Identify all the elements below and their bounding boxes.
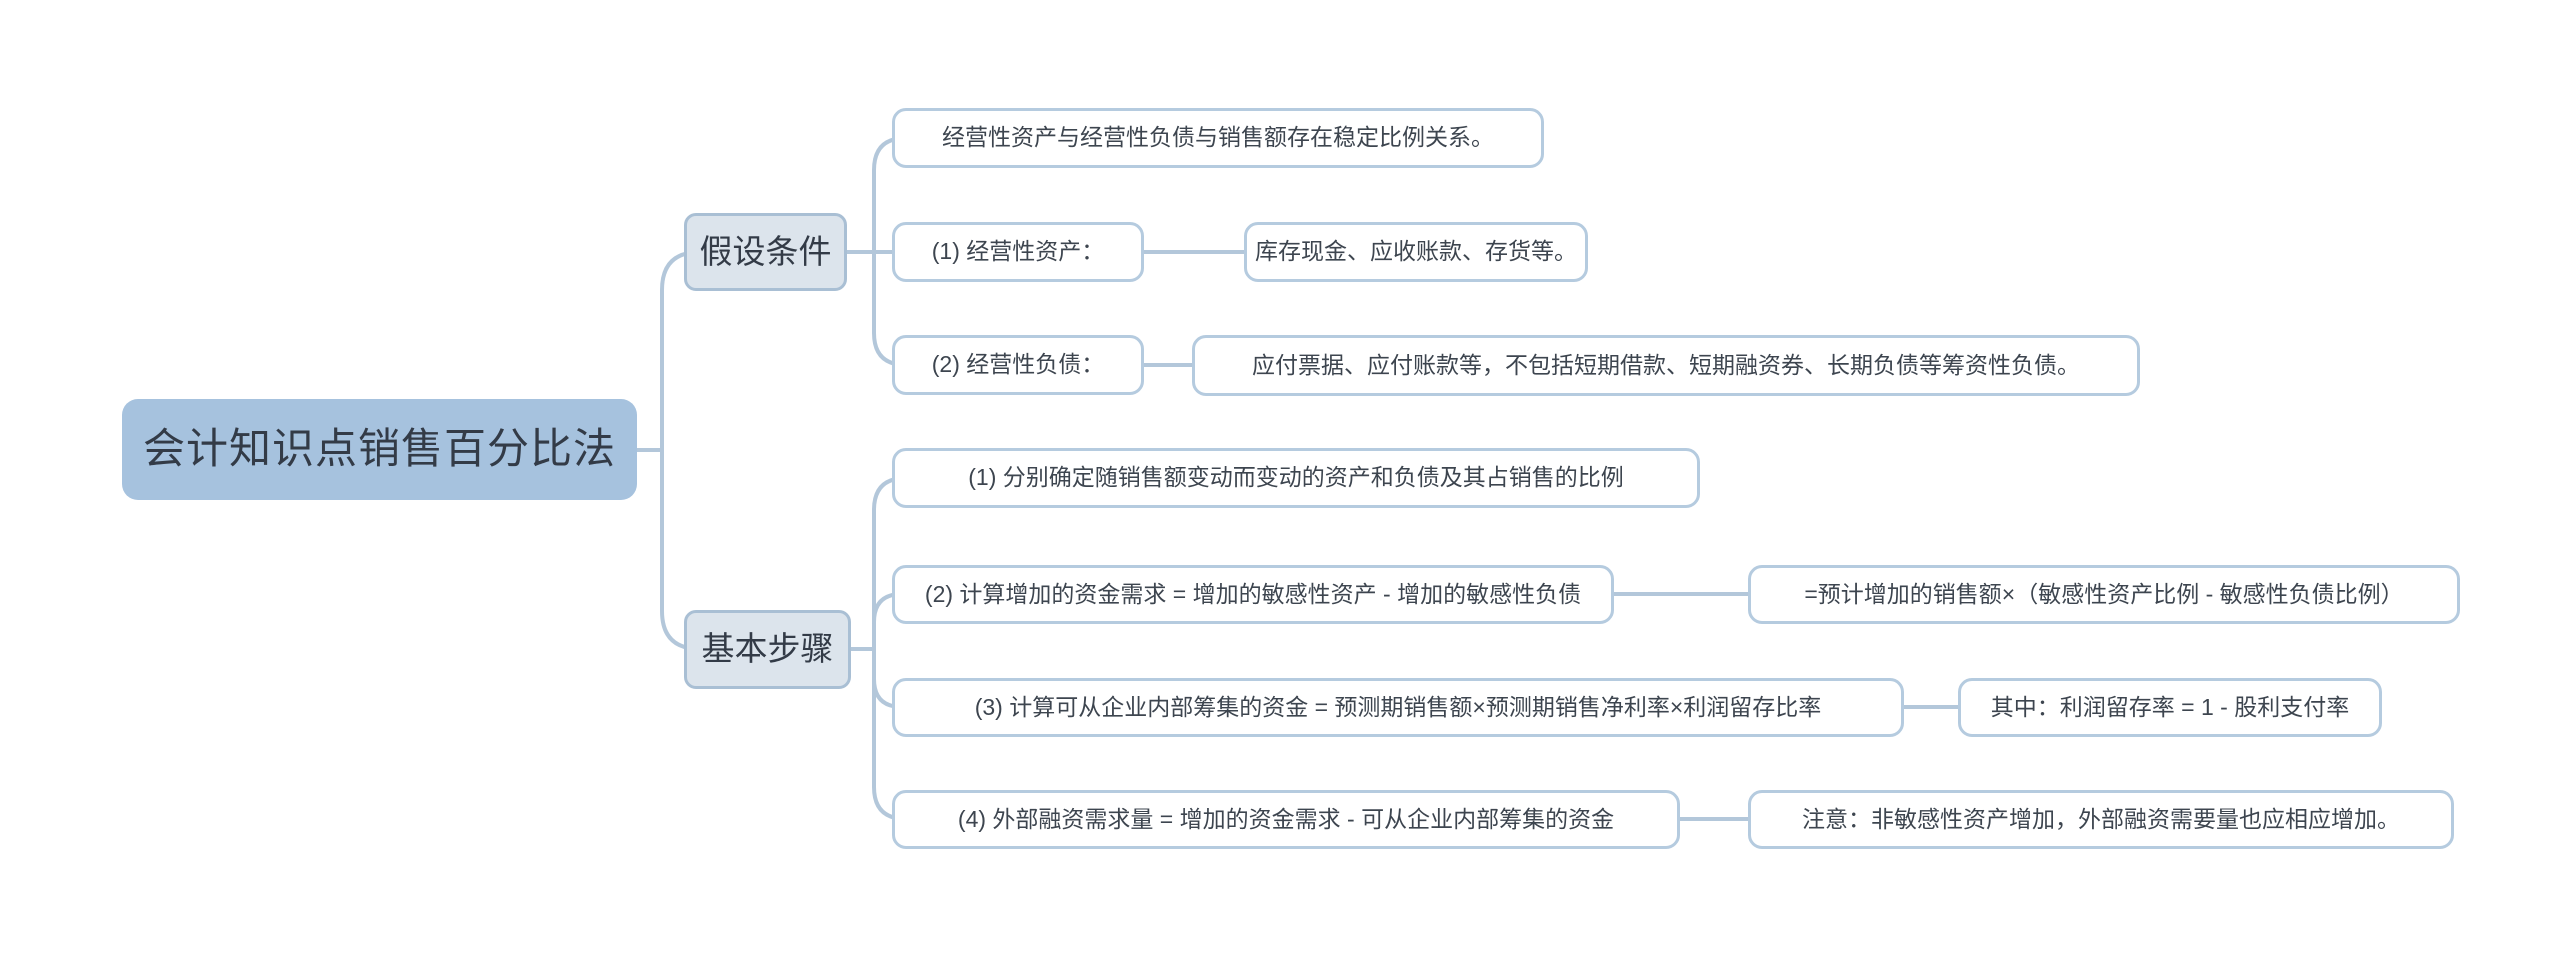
node-step-4[interactable]: (4) 外部融资需求量 = 增加的资金需求 - 可从企业内部筹集的资金 [892,790,1680,849]
node-step-1[interactable]: (1) 分别确定随销售额变动而变动的资产和负债及其占销售的比例 [892,448,1700,508]
node-assumption-statement[interactable]: 经营性资产与经营性负债与销售额存在稳定比例关系。 [892,108,1544,168]
connector-steps-bracket [872,476,908,821]
node-operating-assets-detail[interactable]: 库存现金、应收账款、存货等。 [1244,222,1588,282]
node-operating-liabilities-detail[interactable]: 应付票据、应付账款等，不包括短期借款、短期融资券、长期负债等筹资性负债。 [1192,335,2140,396]
node-step-3[interactable]: (3) 计算可从企业内部筹集的资金 = 预测期销售额×预测期销售净利率×利润留存… [892,678,1904,737]
branch-node-assumptions[interactable]: 假设条件 [684,213,847,291]
node-step-4-note[interactable]: 注意：非敏感性资产增加，外部融资需要量也应相应增加。 [1748,790,2454,849]
node-step-2-formula[interactable]: =预计增加的销售额×（敏感性资产比例 - 敏感性负债比例） [1748,565,2460,624]
node-operating-assets[interactable]: (1) 经营性资产： [892,222,1144,282]
node-step-2[interactable]: (2) 计算增加的资金需求 = 增加的敏感性资产 - 增加的敏感性负债 [892,565,1614,624]
branch-node-basic-steps[interactable]: 基本步骤 [684,610,851,689]
root-node[interactable]: 会计知识点销售百分比法 [122,399,637,500]
connector-trunk-bracket [660,250,702,651]
connector-assumptions-bracket [872,136,908,367]
node-step-3-note[interactable]: 其中：利润留存率 = 1 - 股利支付率 [1958,678,2382,737]
node-operating-liabilities[interactable]: (2) 经营性负债： [892,335,1144,395]
